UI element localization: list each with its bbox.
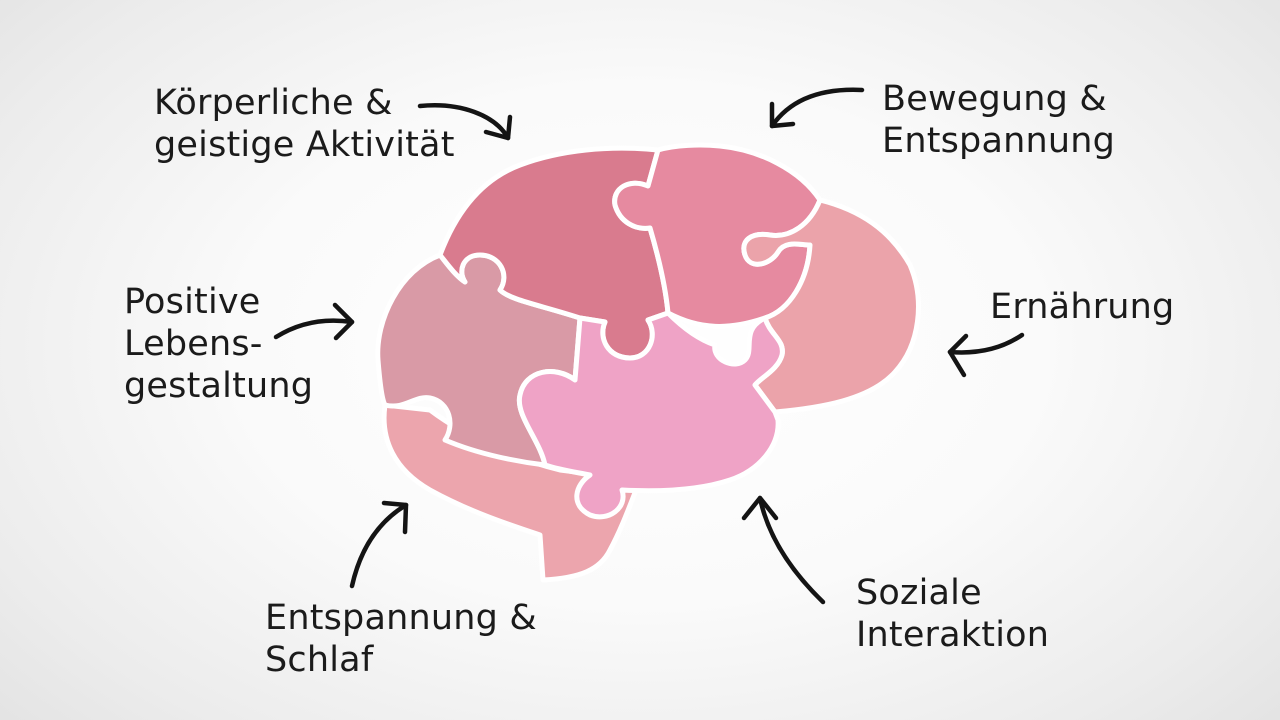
- arrow-top-left: [417, 103, 513, 141]
- label-entspannung-schlaf: Entspannung & Schlaf: [265, 597, 537, 681]
- label-line: Ernährung: [990, 287, 1175, 327]
- arrow-right: [947, 332, 1025, 378]
- label-line: Schlaf: [265, 640, 374, 680]
- label-positive-lebensgestaltung: Positive Lebens- gestaltung: [124, 281, 313, 407]
- arrow-left: [273, 302, 355, 341]
- label-soziale-interaktion: Soziale Interaktion: [856, 572, 1049, 656]
- label-line: Lebens-: [124, 324, 263, 364]
- label-line: Entspannung: [882, 121, 1116, 161]
- arrow-bottom-right: [741, 495, 826, 605]
- label-line: Körperliche &: [154, 83, 393, 123]
- label-line: Positive: [124, 282, 261, 322]
- label-line: Soziale: [856, 573, 982, 613]
- label-ernaehrung: Ernährung: [990, 286, 1174, 328]
- label-bewegung-entspannung: Bewegung & Entspannung: [882, 78, 1115, 162]
- label-line: gestaltung: [124, 366, 314, 406]
- arrow-bottom-left: [349, 500, 409, 589]
- label-line: geistige Aktivität: [154, 125, 455, 165]
- arrow-top-right: [769, 87, 865, 129]
- label-line: Bewegung &: [882, 79, 1107, 119]
- puzzle-piece-temporal: [516, 310, 785, 520]
- label-line: Interaktion: [856, 615, 1050, 655]
- label-line: Entspannung &: [265, 598, 537, 638]
- label-koerperliche-geistige-aktivitaet: Körperliche & geistige Aktivität: [154, 82, 455, 166]
